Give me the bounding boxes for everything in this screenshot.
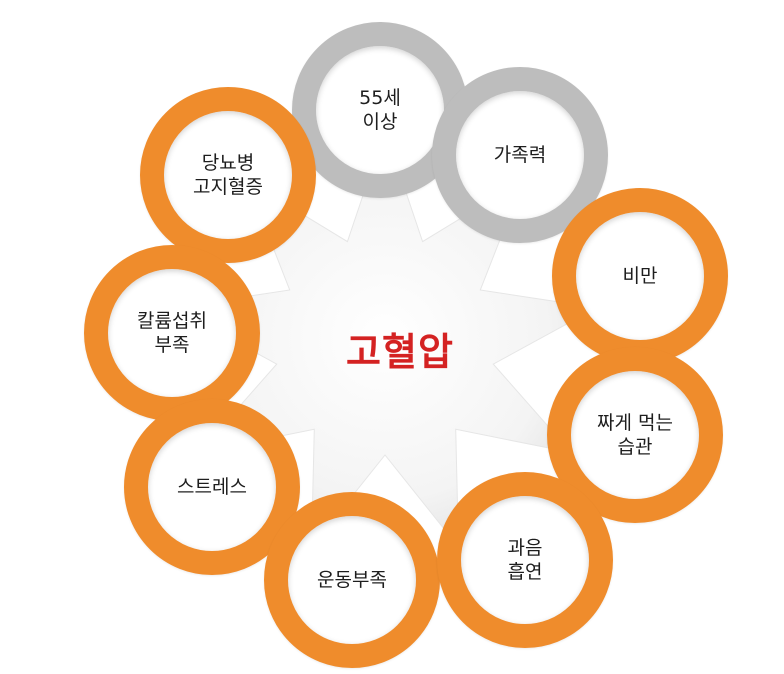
risk-factor-label: 55세 이상 bbox=[359, 87, 401, 133]
risk-factor-node: 칼륨섭취 부족 bbox=[84, 245, 260, 421]
risk-factor-label: 당뇨병 고지혈증 bbox=[193, 152, 263, 198]
risk-factor-node: 당뇨병 고지혈증 bbox=[140, 87, 316, 263]
risk-factor-node: 비만 bbox=[552, 188, 728, 364]
risk-factor-label: 과음 흡연 bbox=[507, 537, 543, 583]
risk-factor-label: 스트레스 bbox=[177, 476, 247, 498]
risk-factor-node: 운동부족 bbox=[264, 492, 440, 668]
risk-factor-label: 칼륨섭취 부족 bbox=[137, 310, 207, 356]
center-label: 고혈압 bbox=[346, 329, 454, 374]
risk-factor-label: 비만 bbox=[622, 265, 658, 287]
risk-factor-label: 가족력 bbox=[493, 144, 547, 166]
risk-factor-node: 과음 흡연 bbox=[437, 472, 613, 648]
risk-factor-label: 짜게 먹는 습관 bbox=[597, 412, 673, 458]
risk-factor-label: 운동부족 bbox=[317, 569, 387, 591]
